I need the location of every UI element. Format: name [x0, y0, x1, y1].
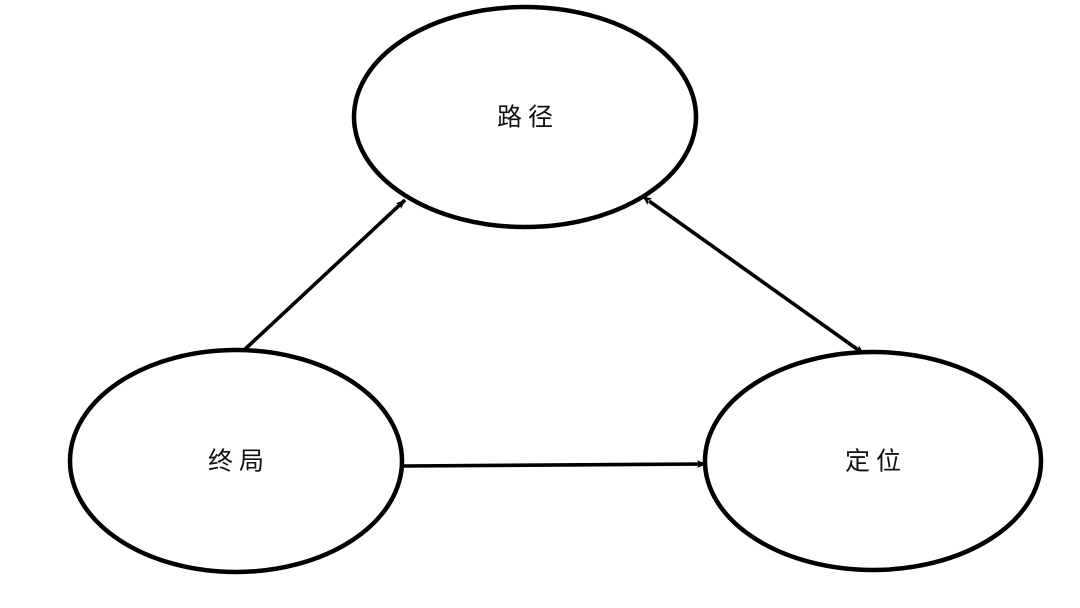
node-path-label: 路径 [497, 104, 559, 132]
node-endgame-label: 终局 [208, 448, 270, 476]
node-positioning[interactable]: 定位 [702, 349, 1044, 573]
edge-endgame-positioning[interactable] [394, 460, 707, 470]
edge-endgame-path[interactable] [235, 198, 407, 358]
edge-endgame-path-line [235, 198, 407, 358]
node-positioning-ellipse [702, 349, 1044, 573]
edge-endgame-positioning-line [394, 460, 707, 470]
node-endgame[interactable]: 终局 [67, 347, 405, 575]
edge-path-positioning-line [642, 196, 866, 356]
node-positioning-label: 定位 [845, 448, 907, 476]
node-endgame-ellipse [67, 347, 405, 575]
node-path-ellipse [351, 4, 699, 230]
edge-path-positioning[interactable] [642, 196, 866, 356]
node-path[interactable]: 路径 [351, 4, 699, 230]
